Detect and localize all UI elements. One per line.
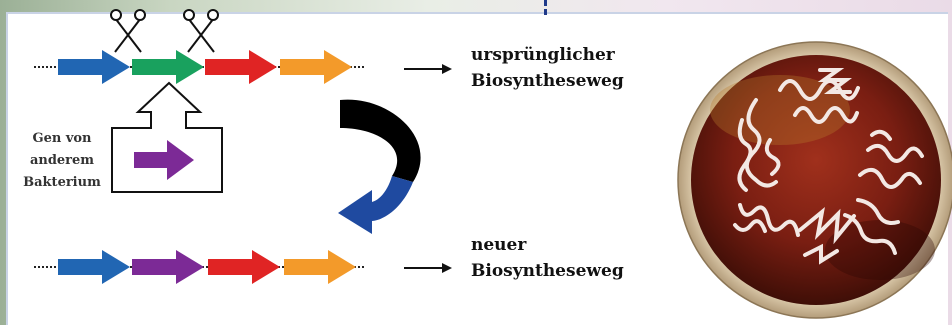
gene-arrow-orange bbox=[284, 250, 356, 284]
gene-arrow-red bbox=[208, 250, 280, 284]
new-gene-row bbox=[58, 250, 356, 284]
new-pathway-label: neuer Biosyntheseweg bbox=[471, 232, 624, 284]
result-arrow-top bbox=[404, 64, 452, 74]
result-arrow-bottom bbox=[404, 263, 452, 273]
original-gene-row bbox=[58, 50, 352, 84]
gene-arrow-orange bbox=[280, 50, 352, 84]
bacterial-colonies bbox=[733, 68, 924, 265]
gene-arrow-green bbox=[132, 50, 204, 84]
transfer-arrow-black bbox=[340, 99, 421, 182]
foreign-gene-label: Gen von anderem Bakterium bbox=[20, 128, 104, 194]
foreign-gene-line-1: Gen von bbox=[32, 131, 92, 146]
gene-arrow-blue bbox=[58, 50, 130, 84]
gene-arrow-red bbox=[205, 50, 277, 84]
transfer-arrow-blue bbox=[338, 176, 413, 234]
petri-dish bbox=[677, 41, 952, 319]
gene-arrow-purple bbox=[132, 250, 204, 284]
new-pathway-line-1: neuer bbox=[471, 235, 527, 255]
slide-marker bbox=[544, 0, 547, 15]
scissors-icon bbox=[110, 9, 146, 53]
foreign-gene-line-3: Bakterium bbox=[23, 175, 101, 190]
new-pathway-line-2: Biosyntheseweg bbox=[471, 261, 624, 281]
original-pathway-line-1: ursprünglicher bbox=[471, 45, 615, 65]
gene-arrow-blue bbox=[58, 250, 130, 284]
scissors-icon bbox=[183, 9, 219, 53]
foreign-gene-line-2: anderem bbox=[29, 153, 95, 168]
foreign-gene-arrow bbox=[134, 140, 194, 180]
original-pathway-label: ursprünglicher Biosyntheseweg bbox=[471, 42, 624, 94]
original-pathway-line-2: Biosyntheseweg bbox=[471, 71, 624, 91]
